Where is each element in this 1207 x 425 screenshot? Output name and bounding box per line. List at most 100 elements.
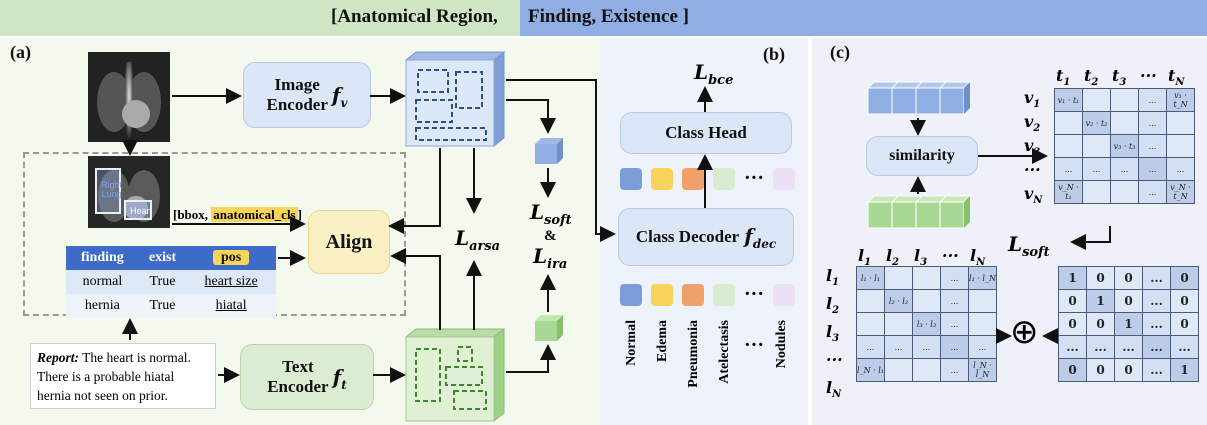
class-decoder-sub: dec <box>752 236 777 251</box>
matrix-axis-label: lN <box>970 246 986 269</box>
class-token-swatch <box>773 167 796 190</box>
matrix-cell <box>912 358 941 382</box>
embedding-cell <box>939 87 965 115</box>
banner-left <box>0 0 520 36</box>
loss-bce: Lbce <box>694 60 733 88</box>
matrix-cell: v_N · t_N <box>1166 180 1195 204</box>
banner-left-text: [Anatomical Region, <box>331 6 498 27</box>
matrix-row: ............... <box>1054 157 1195 181</box>
matrix-axis-sub: 3 <box>832 333 840 345</box>
matrix-axis-label: l3 <box>914 246 928 269</box>
text-encoder-symbol: f <box>332 365 342 389</box>
similarity-label: similarity <box>889 147 955 164</box>
matrix-row: l_N · l₁...l_N · l_N <box>856 358 997 382</box>
matrix-cell: 0 <box>1058 358 1087 382</box>
banner-right <box>520 0 1207 36</box>
matrix-cell: l_N · l₁ <box>856 358 885 382</box>
table-header-pos: pos <box>186 246 276 270</box>
matrix-axis-sub: N <box>1033 195 1043 207</box>
embedding-side <box>964 196 970 228</box>
matrix-axis-sub: N <box>1175 77 1185 89</box>
align-label: Align <box>325 230 373 253</box>
matrix-axis-label: vN <box>1024 184 1043 207</box>
matrix-cell: 0 <box>1114 358 1143 382</box>
matrix-axis-label: t1 <box>1056 66 1071 89</box>
matrix-cell <box>968 289 997 313</box>
matrix-cell: v₂ · t₂ <box>1082 111 1111 135</box>
class-label-normal: Normal <box>624 320 639 366</box>
matrix-cell: ... <box>1142 358 1171 382</box>
matrix-cell: v_N · t₁ <box>1054 180 1083 204</box>
matrix-axis-sub: 2 <box>1091 77 1099 89</box>
class-token-swatch <box>773 283 796 306</box>
class-token-swatch <box>713 167 735 190</box>
matrix-cell <box>912 289 941 313</box>
matrix-cell: l₃ · l₃ <box>912 312 941 336</box>
image-feature-cube <box>404 50 506 148</box>
embedding-cell <box>915 87 941 115</box>
matrix-cell: 1 <box>1086 289 1115 313</box>
matrix-cell: ... <box>1086 335 1115 359</box>
embedding-cell <box>867 87 893 115</box>
class-token-swatch <box>651 283 673 306</box>
matrix-cell: ... <box>940 266 969 290</box>
loss-ira-sub: ira <box>547 257 568 272</box>
matrix-cell: ... <box>1058 335 1087 359</box>
matrix-axis-label: ··· <box>1024 160 1041 179</box>
swatch-ellipsis: ··· <box>744 167 765 189</box>
matrix-axis-label: tN <box>1168 66 1185 89</box>
class-token-swatch <box>713 283 735 306</box>
matrix-axis-sub: 3 <box>920 257 928 269</box>
matrix-cell <box>1110 88 1139 112</box>
matrix-cell: ... <box>940 358 969 382</box>
class-token-swatch <box>682 283 704 306</box>
matrix-cell <box>1082 180 1111 204</box>
matrix-cell: 0 <box>1058 312 1087 336</box>
text-embedding-row <box>866 195 972 229</box>
matrix-cell: ... <box>968 335 997 359</box>
matrix-cell: ... <box>1142 335 1171 359</box>
table-cell: hiatal <box>215 298 247 313</box>
matrix-cell: ... <box>1138 134 1167 158</box>
table-cell: heart size <box>204 274 258 289</box>
class-ellipsis: ··· <box>744 334 765 356</box>
matrix-axis-sub: 1 <box>864 257 872 269</box>
loss-arsa-sub: arsa <box>469 239 501 254</box>
table-header-exist: exist <box>148 250 177 265</box>
matrix-cell: ... <box>856 335 885 359</box>
class-label-nodules: Nodules <box>774 320 789 369</box>
class-head-box: Class Head <box>620 112 792 154</box>
loss-ira: Lira <box>533 244 567 272</box>
matrix-cell: 0 <box>1170 312 1199 336</box>
matrix-axis-sub: 2 <box>832 305 840 317</box>
matrix-axis-sub: 3 <box>1119 77 1127 89</box>
matrix-cell: l₁ · l₁ <box>856 266 885 290</box>
matrix-cell: ... <box>1082 157 1111 181</box>
class-label-atelectasis: Atelectasis <box>717 320 732 384</box>
loss-ira-L: L <box>533 244 548 268</box>
matrix-cell: ... <box>1142 266 1171 290</box>
table-header-finding: finding <box>80 250 124 265</box>
report-box: Report: The heart is normal. There is a … <box>30 343 216 409</box>
matrix-cell: ... <box>884 335 913 359</box>
matrix-row: v₃ · t₃... <box>1054 134 1195 158</box>
matrix-axis-label: t3 <box>1112 66 1127 89</box>
image-encoder-label: Image Encoder <box>266 75 328 114</box>
matrix-cell: 1 <box>1114 312 1143 336</box>
matrix-axis-label: l2 <box>826 294 840 317</box>
loss-arsa: Larsa <box>455 226 500 254</box>
table-cell: hernia <box>84 298 120 313</box>
matrix-cell: ... <box>1138 111 1167 135</box>
embedding-cell <box>915 201 941 229</box>
embedding-cell <box>891 87 917 115</box>
class-label-pneumonia: Pneumonia <box>686 320 701 388</box>
matrix-cell: ... <box>1142 289 1171 313</box>
class-decoder-label: Class Decoder <box>635 227 740 246</box>
loss-arsa-L: L <box>455 226 470 250</box>
matrix-cell: 0 <box>1086 358 1115 382</box>
embedding-side <box>964 82 970 114</box>
alignment-group-outline <box>23 152 406 316</box>
